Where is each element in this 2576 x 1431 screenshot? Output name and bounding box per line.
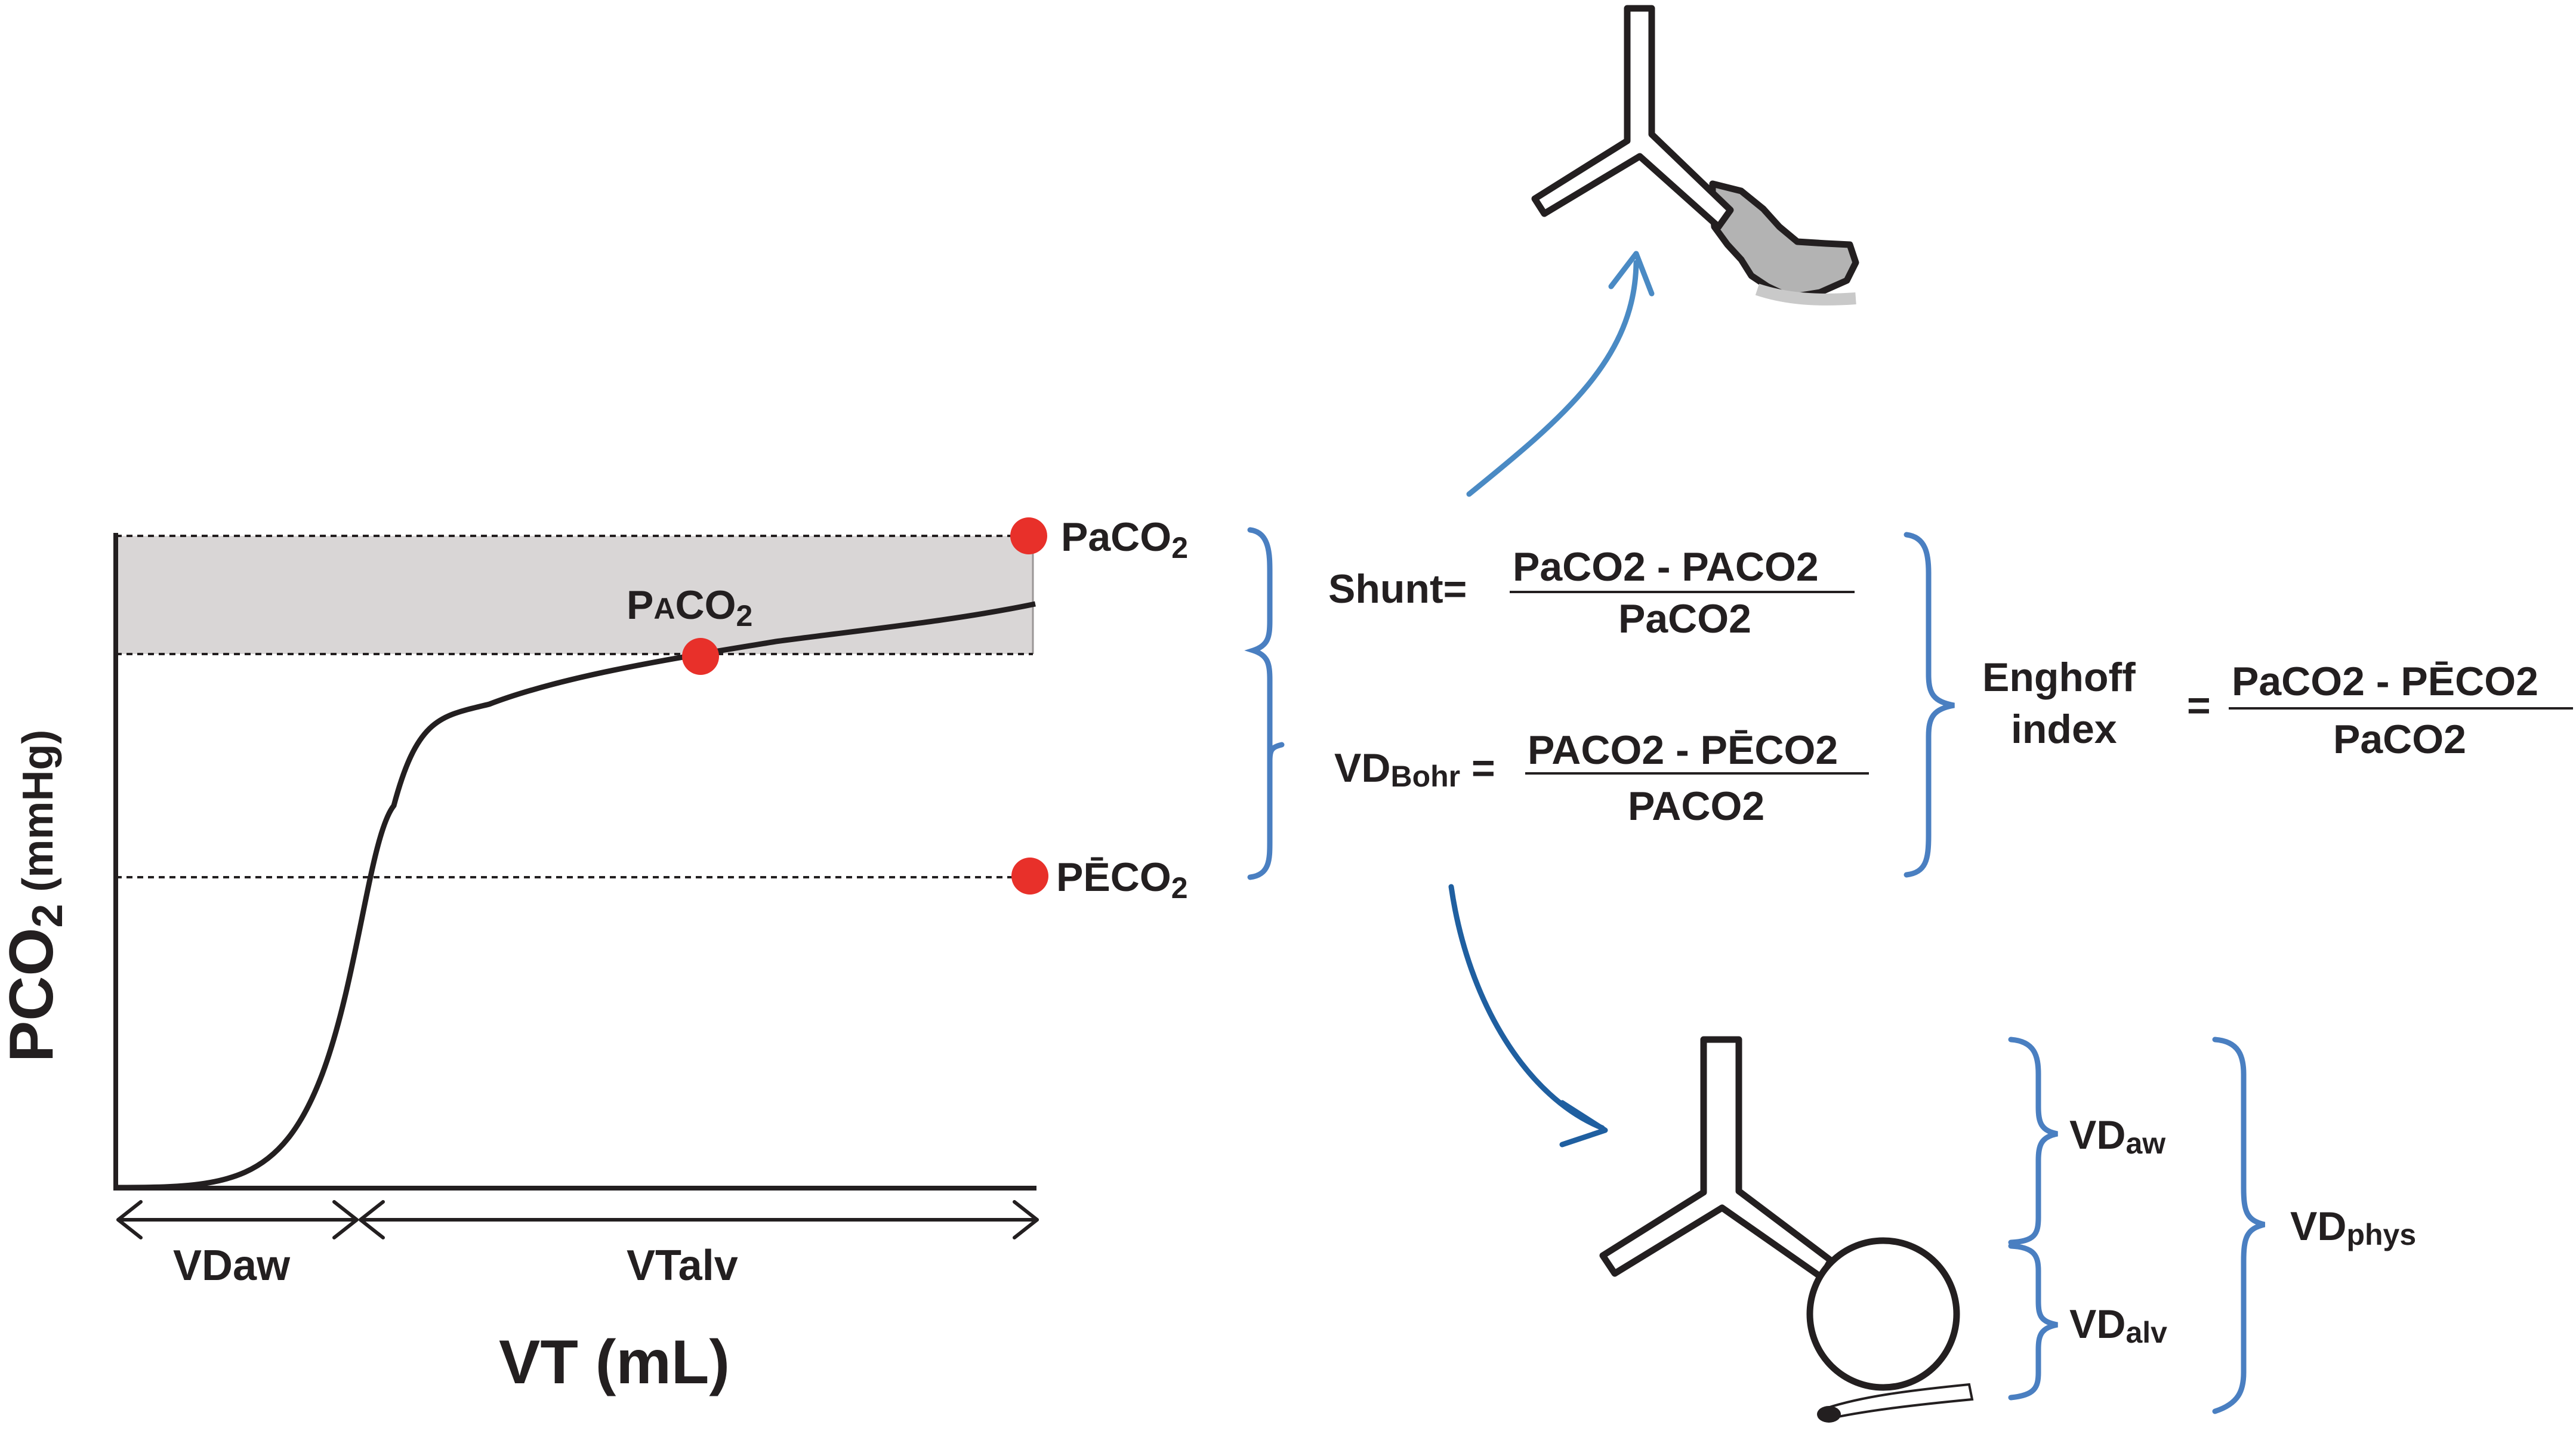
arrow-to-deadspace-model bbox=[1448, 884, 1608, 1148]
shunt-alveolus bbox=[1709, 180, 1859, 301]
shunt-numerator: PaCO2 - PACO2 bbox=[1513, 544, 1819, 590]
y-axis-label: PCO2 (mmHg) bbox=[0, 730, 72, 1062]
arrow-to-shunt-model bbox=[1466, 251, 1655, 497]
enghoff-equation: Enghoff index = PaCO2 - PĒCO2 PaCO2 bbox=[1982, 655, 2573, 762]
pAco2-marker bbox=[682, 638, 719, 675]
capnogram-chart: PaCO2 PACO2 PĒCO2 PCO2 (mmHg) VT (mL) VD… bbox=[0, 514, 1188, 1397]
vtalv-region-label: VTalv bbox=[627, 1242, 738, 1290]
enghoff-numerator: PaCO2 - PĒCO2 bbox=[2232, 659, 2538, 704]
paco2-marker bbox=[1010, 517, 1047, 554]
peco2-marker bbox=[1011, 858, 1048, 895]
shunt-shaded-band bbox=[116, 536, 1033, 654]
enghoff-title-line1: Enghoff bbox=[1982, 655, 2136, 700]
enghoff-brace bbox=[1904, 532, 1955, 878]
pAco2-label: PACO2 bbox=[627, 582, 752, 633]
deadspace-alveolus bbox=[1806, 1237, 1960, 1391]
shunt-lung-model bbox=[1531, 5, 1859, 301]
shunt-shadow bbox=[1755, 283, 1856, 306]
vdphys-brace bbox=[2212, 1037, 2266, 1414]
vdaw-region-arrow bbox=[116, 1200, 1039, 1239]
vdbohr-numerator: PACO2 - PĒCO2 bbox=[1528, 727, 1838, 773]
deadspace-capillary-end bbox=[1817, 1406, 1841, 1423]
deadspace-lung-model bbox=[1599, 1036, 1960, 1391]
paco2-label: PaCO2 bbox=[1061, 514, 1188, 565]
peco2-label: PĒCO2 bbox=[1056, 855, 1188, 905]
shunt-airway bbox=[1531, 5, 1734, 230]
deadspace-airway bbox=[1599, 1036, 1834, 1281]
vdalv-label: VDalv bbox=[2069, 1302, 2167, 1349]
shunt-equation: Shunt= PaCO2 - PACO2 PaCO2 bbox=[1328, 544, 1855, 642]
vdaw-region-label: VDaw bbox=[173, 1242, 291, 1290]
vdphys-label: VDphys bbox=[2290, 1204, 2416, 1251]
x-axis-label: VT (mL) bbox=[499, 1328, 730, 1397]
enghoff-title-line2: index bbox=[2011, 707, 2117, 752]
vdaw-label: VDaw bbox=[2069, 1112, 2165, 1160]
co2-curve bbox=[115, 601, 1036, 1191]
vdaw-brace bbox=[2008, 1037, 2058, 1245]
shunt-label: Shunt= bbox=[1328, 566, 1467, 612]
left-brace bbox=[1244, 527, 1285, 880]
enghoff-equals: = bbox=[2187, 683, 2211, 728]
vdalv-brace bbox=[2008, 1243, 2058, 1401]
vdbohr-denominator: PACO2 bbox=[1628, 784, 1764, 829]
deadspace-capillary bbox=[1824, 1383, 1974, 1421]
shunt-denominator: PaCO2 bbox=[1618, 596, 1751, 642]
vdbohr-label: VDBohr = bbox=[1334, 745, 1495, 793]
vdbohr-equation: VDBohr = PACO2 - PĒCO2 PACO2 bbox=[1334, 727, 1869, 829]
enghoff-denominator: PaCO2 bbox=[2333, 717, 2466, 762]
